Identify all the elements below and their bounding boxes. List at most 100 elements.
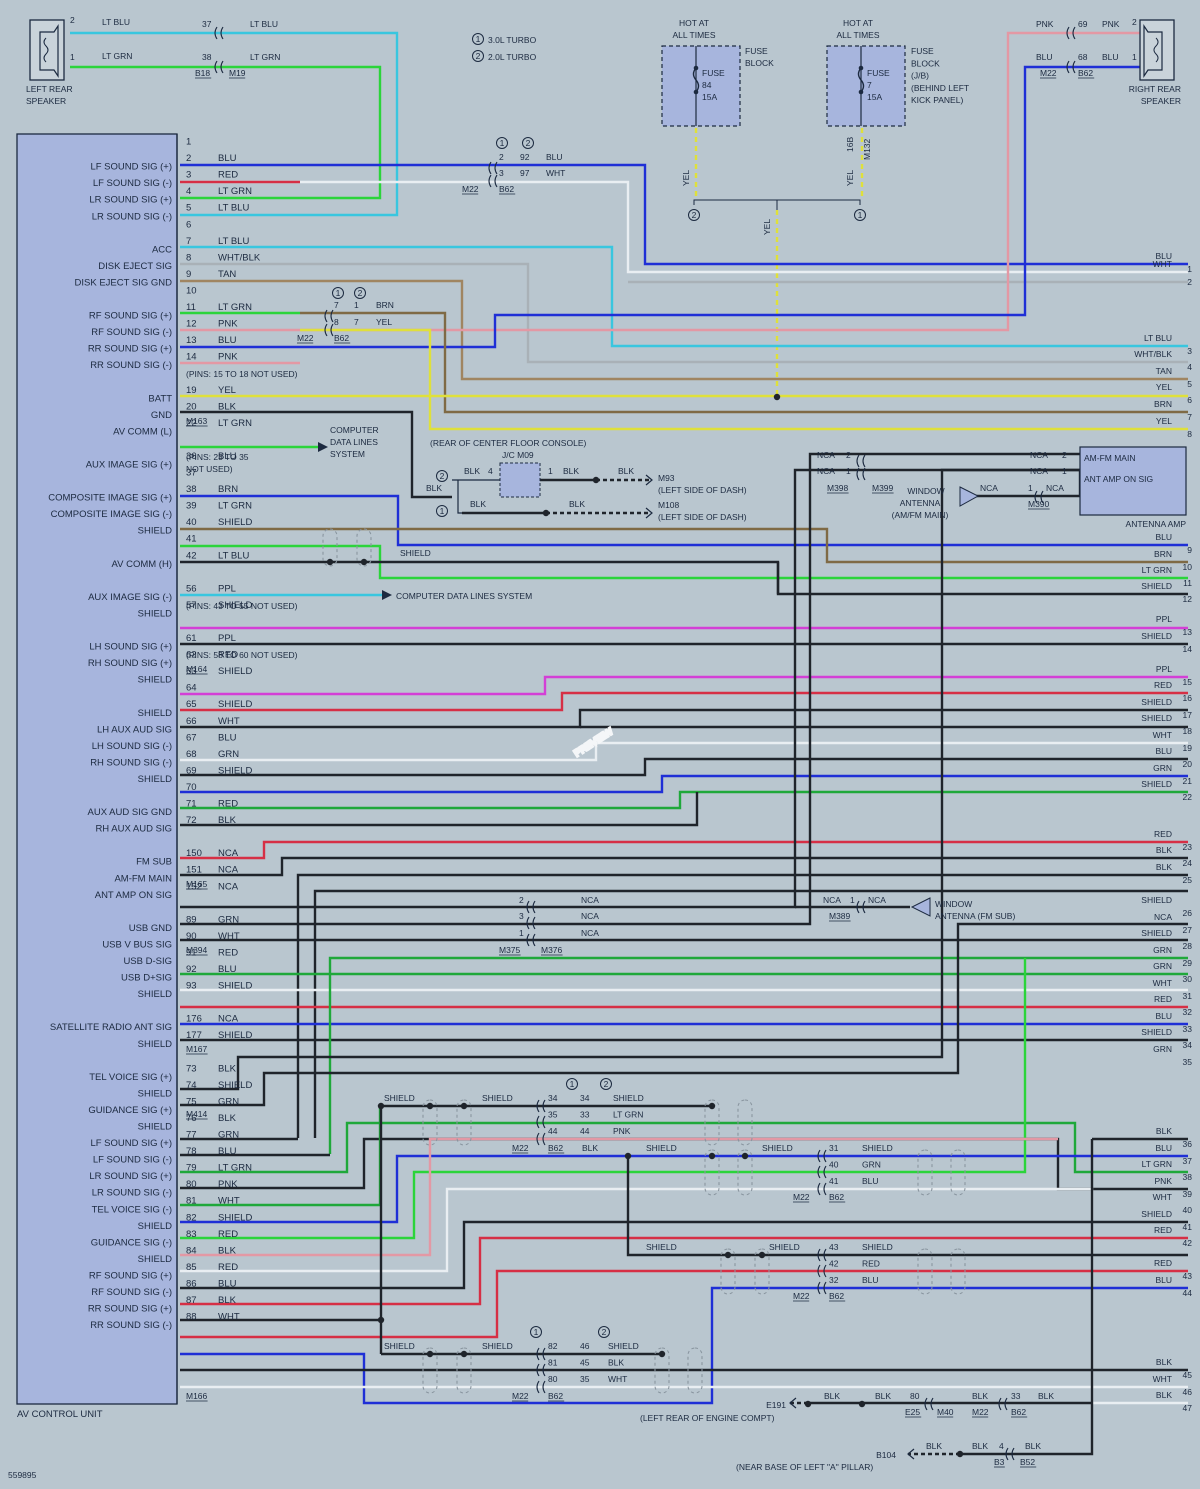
pin-number: 12 [186, 319, 197, 330]
connector-mark [542, 1099, 546, 1113]
connector-mark [532, 900, 536, 914]
connector-pin: 34 [548, 1093, 558, 1103]
jc-label: J/C M09 [502, 450, 534, 460]
splice-dot [326, 558, 334, 566]
connector-mark [823, 1264, 827, 1278]
connector-id: M22 [512, 1391, 529, 1401]
pin-wire-color: SHIELD [218, 1212, 252, 1223]
shield-wrap [456, 1347, 472, 1394]
fuse-block-label: BLOCK [911, 58, 940, 68]
pin-signal-label: RR SOUND SIG (+) [88, 344, 172, 355]
splice-dot [426, 1102, 434, 1110]
edge-connector-number: 34 [1183, 1040, 1193, 1050]
connector-mark [817, 1165, 821, 1179]
connector-mark [856, 467, 860, 481]
edge-wire-color: SHIELD [1141, 697, 1172, 707]
connector-mark [494, 174, 498, 188]
wire-color: SHIELD [762, 1143, 793, 1153]
connector-id: B62 [334, 333, 349, 343]
connector-mark [998, 1397, 1002, 1411]
hot-at-all-times: ALL TIMES [673, 30, 716, 40]
wire-fm-sub-1 [180, 468, 858, 909]
fuse-terminal [693, 89, 699, 95]
connector-mark [324, 309, 328, 323]
window-antenna-label: ANTENNA [900, 498, 941, 508]
connector-mark [536, 1099, 540, 1113]
connector-pin: 69 [1078, 19, 1088, 29]
edge-wire-color: WHT/BLK [1134, 349, 1172, 359]
edge-connector-number: 11 [1183, 578, 1192, 588]
pin-wire-color: LT GRN [218, 186, 252, 197]
wire-color: BLK [1038, 1391, 1054, 1401]
edge-connector-number: 46 [1183, 1387, 1193, 1397]
shield-wrap [917, 1248, 933, 1295]
pin-wire-color: WHT [218, 931, 240, 942]
connector-pin: 97 [520, 168, 530, 178]
pins-not-used-note: (PINS: 58 TO 60 NOT USED) [186, 650, 298, 660]
pin-number: 76 [186, 1113, 197, 1124]
shield-wrap [704, 1099, 720, 1146]
pins-not-used-note: (PINS: 15 TO 18 NOT USED) [186, 369, 298, 379]
wire-lr-pnk [180, 1137, 1058, 1257]
pin-number: 75 [186, 1096, 197, 1107]
connector-mark [862, 467, 866, 481]
window-antenna-label: (AM/FM MAIN) [892, 510, 949, 520]
pin-signal-label: TEL VOICE SIG (-) [92, 1204, 172, 1215]
pin-wire-color: SHIELD [218, 600, 252, 611]
pin-wire-color: BRN [218, 484, 238, 495]
wire-color: LT BLU [250, 19, 278, 29]
pin-number: 66 [186, 716, 197, 727]
edge-connector-number: 44 [1183, 1288, 1193, 1298]
connector-pin: 40 [829, 1160, 839, 1170]
wire-guidance [180, 1121, 1188, 1174]
edge-wire-color: BLU [1155, 1011, 1172, 1021]
wire-color: BLU [862, 1176, 879, 1186]
shield-wrap [917, 1149, 933, 1196]
pin-signal-label: LR SOUND SIG (+) [89, 1171, 172, 1182]
edge-wire-color: BLK [1156, 1357, 1172, 1367]
pin-wire-color: SHIELD [218, 699, 252, 710]
wire-color: BLK [1025, 1441, 1041, 1451]
fuse-terminal [858, 89, 864, 95]
edge-wire-color: PPL [1156, 664, 1172, 674]
pin-number: 14 [186, 352, 197, 363]
edge-connector-number: 32 [1183, 1007, 1193, 1017]
connector-pin: 35 [580, 1374, 590, 1384]
shield-wrap [720, 1248, 736, 1295]
wire-color: SHIELD [862, 1143, 893, 1153]
pin-signal-label: AUX AUD SIG GND [88, 807, 173, 818]
connector-mark [862, 900, 866, 914]
unit-connector-id: M394 [186, 945, 208, 955]
shield-wrap [322, 528, 338, 567]
connector-pin: 46 [580, 1341, 590, 1351]
connector-id: B62 [548, 1391, 563, 1401]
wire-color: BLK [470, 499, 486, 509]
wire-fm-shield [313, 889, 1188, 1138]
pin-wire-color: SHIELD [218, 666, 252, 677]
fm-sub-antenna-icon [910, 897, 931, 917]
wire-color: NCA [581, 911, 599, 921]
edge-wire-color: RED [1154, 829, 1172, 839]
edge-connector-number: 43 [1183, 1271, 1193, 1281]
pin-number: 1 [186, 137, 191, 148]
pin-signal-label: DISK EJECT SIG GND [75, 277, 173, 288]
wire-lf-sound-blu [180, 1154, 1188, 1224]
connector-mark [542, 1347, 546, 1361]
connector-pin: 82 [548, 1341, 558, 1351]
wire-sound-shield [180, 708, 1188, 729]
edge-wire-color: GRN [1153, 763, 1172, 773]
connector-pin: 44 [548, 1126, 558, 1136]
wire-color: BLK [972, 1441, 988, 1451]
connector-pin: 3 [499, 168, 504, 178]
pin-number: 10 [186, 285, 197, 296]
splice-dot [724, 1251, 732, 1259]
pin-wire-color: PNK [218, 352, 238, 363]
edge-wire-color: LT GRN [1142, 1159, 1172, 1169]
wire-color: YEL [681, 170, 691, 186]
connector-id: B62 [829, 1291, 844, 1301]
pin-number: 74 [186, 1080, 197, 1091]
edge-connector-number: 10 [1183, 562, 1193, 572]
wire-rf-blu [180, 65, 1140, 349]
pin-signal-label: DISK EJECT SIG [98, 261, 172, 272]
splice-dot [377, 1102, 385, 1110]
